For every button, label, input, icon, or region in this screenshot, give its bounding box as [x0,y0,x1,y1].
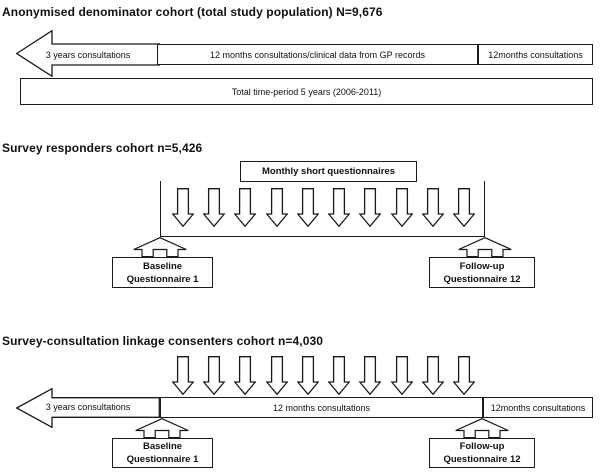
down-arrow-icon [452,356,475,395]
down-arrow-icon [421,188,444,227]
responders-followup-box: Follow-up Questionnaire 12 [429,257,535,288]
down-arrow-icon [234,188,257,227]
down-arrow-icon [452,188,475,227]
up-arrow-icon [135,418,189,438]
down-arrow-icon [328,188,351,227]
linkage-timeline-arrow [16,388,160,428]
followup-label-line1: Follow-up [459,260,505,272]
denominator-middle-segment: 12 months consultations/clinical data fr… [157,44,478,65]
denominator-left-segment-label: 3 years consultations [45,49,131,60]
linkage-monthly-arrows [172,356,475,395]
linkage-followup-box: Follow-up Questionnaire 12 [429,438,535,468]
left-block-arrow-icon [16,388,160,428]
down-arrow-icon [328,356,351,395]
down-arrow-icon [296,188,319,227]
linkage-followup-up-arrow [455,418,509,438]
denominator-right-segment: 12months consultations [478,44,593,65]
down-arrow-icon [390,188,413,227]
linkage-baseline-up-arrow [135,418,189,438]
baseline-label-line2: Questionnaire 1 [126,454,199,465]
responders-followup-up-arrow [458,237,512,257]
down-arrow-icon [265,188,288,227]
responders-baseline-box: Baseline Questionnaire 1 [112,257,213,288]
responders-period-bracket [160,181,485,237]
linkage-title: Survey-consultation linkage consenters c… [2,334,324,348]
responders-monthly-arrows [172,188,475,227]
down-arrow-icon [390,356,413,395]
linkage-left-segment-label: 3 years consultations [45,402,131,412]
down-arrow-icon [172,188,194,227]
down-arrow-icon [265,356,288,395]
baseline-label-line1: Baseline [142,441,183,452]
down-arrow-icon [296,356,319,395]
responders-baseline-up-arrow [133,237,187,257]
up-arrow-icon [455,418,509,438]
up-arrow-icon [458,237,512,257]
down-arrow-icon [359,356,382,395]
responders-title: Survey responders cohort n=5,426 [2,141,203,155]
linkage-right-segment: 12months consultations [483,397,593,418]
denominator-title: Anonymised denominator cohort (total stu… [2,5,383,19]
followup-label-line2: Questionnaire 12 [443,454,521,465]
down-arrow-icon [234,356,257,395]
down-arrow-icon [172,356,194,395]
down-arrow-icon [359,188,382,227]
down-arrow-icon [421,356,444,395]
followup-label-line2: Questionnaire 12 [443,273,521,285]
monthly-questionnaires-box: Monthly short questionnaires [240,161,417,182]
up-arrow-icon [133,237,187,257]
total-period-box: Total time-period 5 years (2006-2011) [20,78,593,105]
followup-label-line1: Follow-up [459,441,505,452]
down-arrow-icon [203,188,226,227]
linkage-middle-segment: 12 months consultations [160,397,483,418]
linkage-baseline-box: Baseline Questionnaire 1 [112,438,213,468]
baseline-label-line2: Questionnaire 1 [126,273,199,285]
down-arrow-icon [203,356,226,395]
baseline-label-line1: Baseline [142,260,183,272]
